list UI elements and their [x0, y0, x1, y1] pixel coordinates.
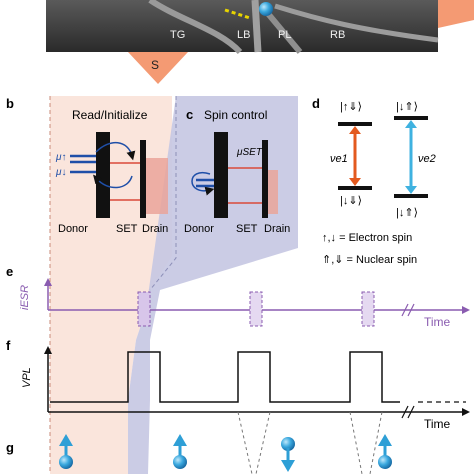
esr-pulse-2 — [249, 291, 263, 327]
nu-e2-label: νe2 — [418, 153, 436, 165]
gate-line-lb — [251, 0, 262, 53]
vpl-y-axis-arrowhead — [44, 346, 52, 354]
esr-axis-break-1 — [401, 303, 409, 317]
set-barrier-c — [262, 140, 268, 218]
panel-d-letter: d — [312, 96, 320, 111]
cone-line-1b — [255, 411, 271, 474]
esr-x-label: Time — [424, 315, 451, 329]
vpl-x-label: Time — [424, 417, 451, 431]
set-barrier — [140, 140, 146, 218]
panel-g-letter: g — [6, 440, 14, 455]
esr-y-axis-arrowhead — [44, 278, 52, 286]
panel-e-letter: e — [6, 264, 13, 279]
spin-up-icon-1 — [59, 434, 73, 469]
source-label: S — [151, 58, 159, 72]
cone-line-2b — [369, 411, 383, 474]
donor-barrier-c — [214, 132, 228, 218]
cone-line-2a — [349, 411, 363, 474]
control-band-edge — [149, 96, 177, 291]
state-bottom-right: |↓⇑⟩ — [396, 207, 418, 219]
level-top-left — [338, 122, 372, 126]
esr-pulse-3 — [361, 291, 375, 327]
gate-label-tg: TG — [170, 29, 185, 41]
gate-label-pl: PL — [278, 29, 291, 41]
spin-rotation-arrow — [191, 171, 215, 196]
panel-e: e iESR Time — [6, 264, 470, 329]
panel-f: f VPL Time — [6, 338, 470, 431]
gate-line-tg — [148, 0, 243, 55]
panel-b-donor-label: Donor — [58, 223, 88, 235]
cone-line-1a — [237, 411, 253, 474]
state-bottom-left: |↓⇓⟩ — [340, 195, 362, 207]
esr-axis-break-2 — [407, 303, 415, 317]
vpl-axis-break-2 — [407, 405, 415, 419]
gate-line-rb — [274, 3, 439, 43]
panel-c-set-label: SET — [236, 223, 258, 235]
tunnel-in-arrow — [93, 174, 133, 189]
panel-d: d |↑⇓⟩ |↓⇑⟩ νe1 νe2 |↓⇓⟩ |↓⇑⟩ ↑,↓ = Elec… — [312, 96, 436, 266]
control-band-background — [128, 96, 298, 474]
nu-e1-arrowhead-down — [349, 178, 361, 186]
panel-f-letter: f — [6, 338, 11, 353]
set-island-outline — [224, 8, 251, 20]
panel-g: g — [6, 411, 392, 474]
drain-fermi-sea — [146, 158, 168, 214]
panel-c-drain-label: Drain — [264, 223, 290, 235]
mu-up-label: μ↑ — [55, 152, 66, 163]
gate-label-lb: LB — [237, 29, 250, 41]
vpl-pulse-trace — [50, 351, 400, 403]
vpl-x-axis-arrowhead — [462, 408, 470, 416]
vpl-y-label: VPL — [21, 367, 33, 388]
state-top-left: |↑⇓⟩ — [340, 101, 362, 113]
panel-c-donor-label: Donor — [184, 223, 214, 235]
legend-electron-spin: ↑,↓ = Electron spin — [322, 232, 412, 244]
panel-c-title: Spin control — [204, 108, 267, 122]
source-lead-right — [438, 0, 474, 28]
source-lead — [128, 52, 188, 84]
micrograph-panel: TG LB PL RB S — [46, 0, 474, 84]
tunnel-out-arrow — [95, 142, 136, 161]
panel-b-letter: b — [6, 96, 14, 111]
level-bottom-right — [394, 194, 428, 198]
spin-up-icon-3 — [378, 434, 392, 469]
nu-e1-arrowhead-up — [349, 126, 361, 134]
nu-e2-arrowhead-down — [405, 186, 417, 194]
panel-c-letter: c — [186, 107, 193, 122]
level-top-right — [394, 116, 428, 120]
panel-b-title: Read/Initialize — [72, 108, 148, 122]
mu-set-label: μSET — [236, 147, 263, 158]
esr-x-axis-arrowhead — [462, 306, 470, 314]
donor-barrier — [96, 132, 110, 218]
panel-b: b Read/Initialize μ↑ μ↓ Donor SET Drain — [6, 96, 168, 235]
esr-y-label: iESR — [19, 285, 31, 310]
level-bottom-left — [338, 186, 372, 190]
state-top-right: |↓⇑⟩ — [396, 101, 418, 113]
panel-b-set-label: SET — [116, 223, 138, 235]
drain-fermi-sea-c — [268, 170, 278, 214]
spin-up-icon-2 — [173, 434, 187, 469]
panel-c: c Spin control μSET Donor SET Drain — [184, 107, 290, 235]
gate-line-pl — [262, 8, 303, 54]
panel-b-drain-label: Drain — [142, 223, 168, 235]
sem-image — [46, 0, 438, 52]
donor-spin-marker — [259, 2, 273, 16]
spin-down-icon — [281, 437, 295, 472]
mu-down-label: μ↓ — [55, 167, 66, 178]
legend-nuclear-spin: ⇑,⇓ = Nuclear spin — [322, 254, 417, 266]
gate-label-rb: RB — [330, 29, 345, 41]
nu-e2-arrowhead-up — [405, 120, 417, 128]
vpl-axis-break-1 — [401, 405, 409, 419]
esr-pulse-1 — [137, 291, 151, 327]
nu-e1-label: νe1 — [330, 153, 348, 165]
